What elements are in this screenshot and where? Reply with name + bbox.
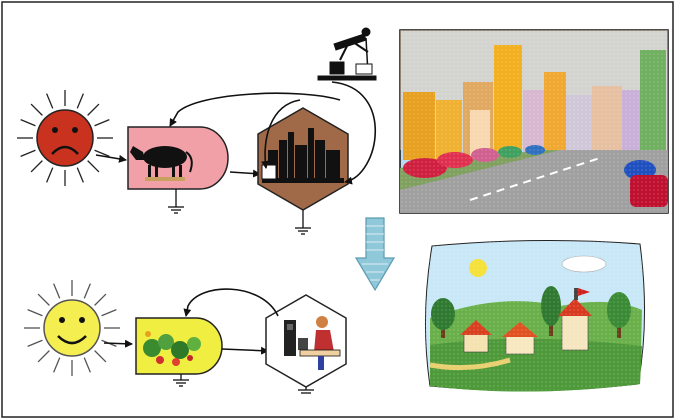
sun-ray: [76, 167, 84, 183]
sun-ray: [27, 309, 43, 317]
sun-ray: [46, 93, 54, 109]
flow-arrow: [229, 169, 261, 178]
feedback-arrow: [169, 92, 341, 127]
ground-symbol: [295, 210, 311, 235]
flow-arrow: [95, 154, 127, 163]
ground-symbol: [173, 374, 189, 387]
sun-ray: [30, 160, 43, 173]
input-node-vegetables: [135, 317, 223, 375]
ground-symbol: [298, 387, 314, 394]
sun-ray: [101, 309, 117, 317]
sun-ray: [46, 167, 54, 183]
city-scene-image: [399, 29, 669, 214]
sun-ray: [94, 119, 110, 127]
sun-ray: [37, 350, 50, 363]
person-at-computer-icon: [284, 316, 341, 370]
feedback-arrow: [261, 99, 301, 169]
sun-ray: [20, 149, 36, 157]
happy-sun-icon: [24, 280, 120, 376]
sun-ray: [20, 119, 36, 127]
sun-ray: [53, 283, 61, 299]
sun-ray: [83, 357, 91, 373]
feedback-arrow: [183, 288, 279, 317]
sun-ray: [27, 339, 43, 347]
ground-symbol: [168, 189, 184, 214]
sun-ray: [94, 149, 110, 157]
sun-ray: [94, 293, 107, 306]
sun-ray: [30, 103, 43, 116]
sad-sun-icon: [17, 90, 113, 186]
oil-pump-icon: [317, 27, 377, 81]
sun-ray: [37, 293, 50, 306]
sun-ray: [94, 350, 107, 363]
flow-arrow: [221, 346, 269, 355]
output-node-person: [265, 294, 347, 388]
sun-ray: [83, 283, 91, 299]
cow-icon: [130, 146, 193, 181]
sun-ray: [53, 357, 61, 373]
vegetables-icon: [143, 331, 201, 366]
sun-ray: [87, 160, 100, 173]
transition-arrow-icon: [354, 217, 396, 292]
sun-ray: [87, 103, 100, 116]
village-scene-image: [424, 239, 646, 392]
sun-ray: [76, 93, 84, 109]
input-node-cow: [127, 126, 229, 190]
flow-arrow: [103, 339, 133, 348]
feedback-arrow: [331, 81, 377, 185]
